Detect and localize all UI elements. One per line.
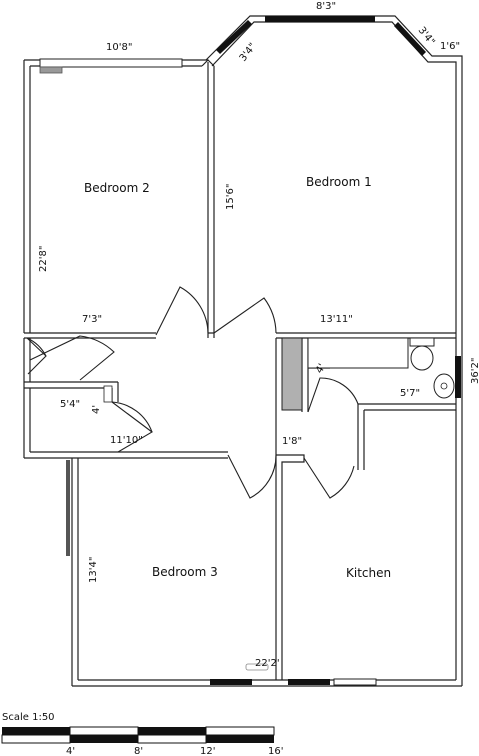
radiator-kitchen <box>245 663 269 671</box>
door-kitchen <box>303 457 355 499</box>
scale-seg-1 <box>2 727 70 735</box>
window-kitchen-2 <box>333 678 377 686</box>
window-kitchen-1 <box>288 679 330 685</box>
wall-bed3-kitchen <box>275 454 305 680</box>
door-bedroom3 <box>227 454 277 499</box>
dim-bay-top: 8'3" <box>316 1 336 12</box>
label-bedroom1: Bedroom 1 <box>306 175 372 189</box>
toilet-cistern <box>409 337 435 347</box>
dim-bay-left: 3'4" <box>238 41 259 64</box>
dim-hall-left: 5'4" <box>60 399 80 410</box>
window-bay-right <box>394 22 426 56</box>
wall-bedroom3 <box>71 458 462 687</box>
wall-entrance <box>23 338 31 382</box>
scale-seg-6 <box>70 735 138 743</box>
toilet-bowl <box>410 345 434 371</box>
dim-bed1-depth: 15'6" <box>225 184 236 210</box>
basin-tap <box>440 382 448 390</box>
dim-hall-width: 11'10" <box>110 435 143 446</box>
scale-seg-3 <box>138 727 206 735</box>
window-bay-left <box>216 20 252 54</box>
dim-bed3-depth: 13'4" <box>88 557 99 583</box>
scale-tick-8: 8' <box>134 746 143 756</box>
scale-seg-4 <box>205 726 275 736</box>
wall-corridor-stub <box>207 333 277 455</box>
hall-cupboard-block <box>103 385 113 403</box>
door-entrance-1 <box>26 337 47 375</box>
dim-bath-height: 36'2" <box>470 358 479 384</box>
wall-bedroom2-outer <box>23 59 208 334</box>
fixtures <box>103 337 455 671</box>
doors <box>26 286 359 499</box>
label-bedroom2: Bedroom 2 <box>84 181 150 195</box>
scale-seg-8 <box>206 735 274 743</box>
label-bedroom3: Bedroom 3 <box>152 565 218 579</box>
dim-bath-width: 5'7" <box>400 388 420 399</box>
door-entrance-2 <box>29 335 115 381</box>
dim-bay-return: 1'6" <box>440 41 460 52</box>
scale-tick-12: 12' <box>200 746 215 756</box>
label-kitchen: Kitchen <box>346 566 391 580</box>
scale-tick-4: 4' <box>66 746 75 756</box>
door-bedroom1 <box>213 297 277 334</box>
dim-bed1-width: 13'11" <box>320 314 353 325</box>
windows <box>39 16 461 686</box>
door-cupboard <box>111 401 153 453</box>
scale-seg-5 <box>1 734 71 744</box>
scale-bar: Scale 1:50 4' 8' 12' 16' <box>1 712 283 756</box>
dim-bed2-width: 10'8" <box>106 42 132 53</box>
window-bed3-bottom <box>210 679 252 685</box>
scale-seg-2 <box>69 726 139 736</box>
wall-bay-window <box>205 15 463 460</box>
window-bed2-sill <box>39 66 63 74</box>
scale-seg-7 <box>137 734 207 744</box>
wall-bed1-bottom <box>276 332 456 339</box>
wall-kitchen-right <box>455 460 463 686</box>
dim-hall-gap: 1'8" <box>282 436 302 447</box>
window-bay-top <box>265 16 375 22</box>
door-bedroom2 <box>155 286 209 336</box>
bathroom-counter <box>307 337 409 369</box>
window-bed2-top <box>39 58 183 68</box>
bath-tub <box>281 337 303 411</box>
window-bathroom <box>455 356 461 398</box>
scale-title: Scale 1:50 <box>2 712 55 723</box>
wall-bed2-bed1 <box>201 59 215 334</box>
dim-cupboard: 4' <box>91 405 102 414</box>
window-bed3-left <box>66 460 70 556</box>
wall-bed2-bottom <box>24 332 156 339</box>
scale-tick-16: 16' <box>268 746 283 756</box>
dim-kitchen-width: 22'2' <box>255 658 280 669</box>
dim-bed2-lower: 7'3" <box>82 314 102 325</box>
wall-hall-left <box>23 381 228 459</box>
dim-bed2-depth: 22'8" <box>38 246 49 272</box>
door-bathroom <box>307 377 359 413</box>
